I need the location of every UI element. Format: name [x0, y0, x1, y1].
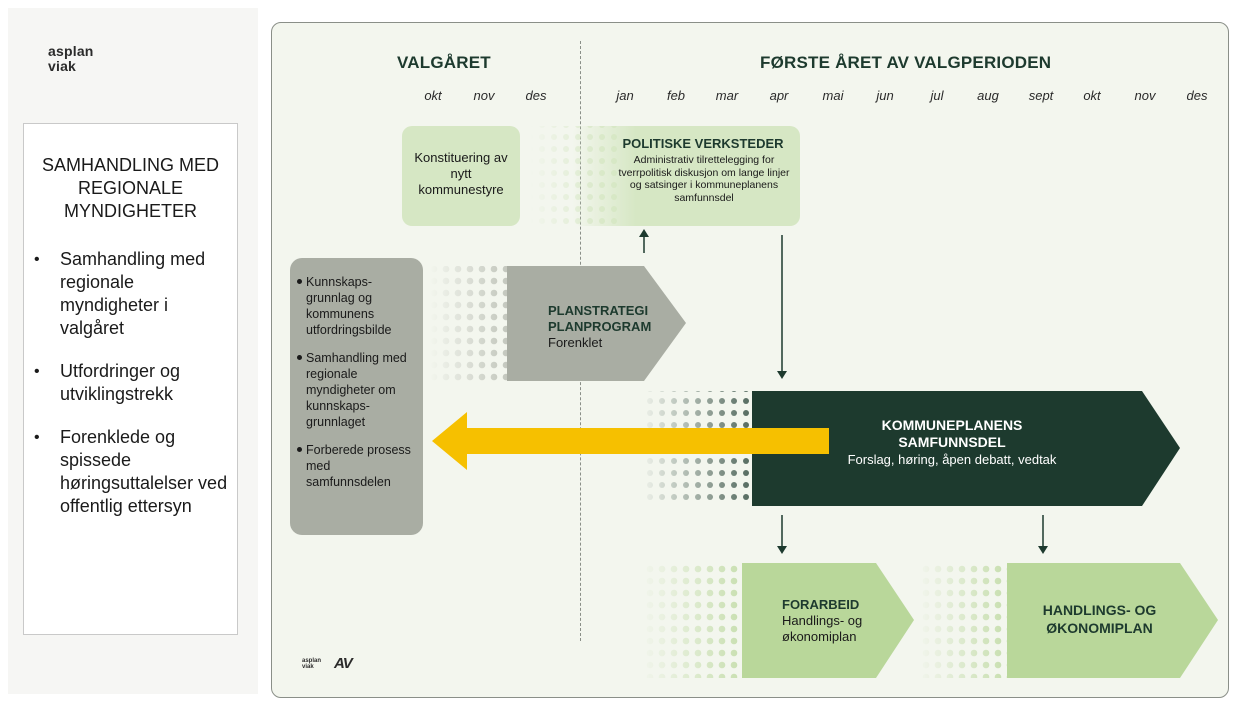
connector-arrows	[639, 229, 1048, 554]
kommuneplan-arrow	[752, 391, 1180, 506]
month-label: feb	[666, 88, 686, 103]
brand-line-1: asplan	[48, 43, 94, 59]
planstrategi-title: PLANSTRATEGI	[548, 303, 649, 318]
month-label: mai	[822, 88, 844, 103]
forarbeid-line-3: økonomiplan	[782, 629, 857, 644]
month-label: jul	[930, 88, 944, 103]
konstituering-text: Konstituering av nytt kommunestyre	[414, 150, 508, 197]
kunnskapsgrunnlag-item: Forberede prosess med samfunnsdelen	[297, 442, 415, 490]
month-label: nov	[473, 88, 495, 103]
handling-arrow	[1007, 563, 1218, 678]
month-label: des	[525, 88, 547, 103]
month-label: apr	[769, 88, 789, 103]
handling-label: HANDLINGS- OG ØKONOMIPLAN	[1017, 601, 1182, 637]
handling-title-1: HANDLINGS- OG	[1042, 602, 1157, 618]
kunnskapsgrunnlag-item: Samhandling med regionale myndigheter om…	[297, 350, 415, 430]
forarbeid-line-2: Handlings- og	[782, 613, 863, 628]
forarbeid-title: FORARBEID	[782, 597, 860, 612]
planstrategi-label: PLANSTRATEGI PLANPROGRAM Forenklet	[548, 303, 651, 351]
kunnskapsgrunnlag-box: Kunnskaps-grunnlag og kommunens utfordri…	[290, 258, 423, 535]
brand-logo: asplan viak	[48, 44, 94, 74]
diagram-shapes	[430, 126, 1218, 678]
sidebar-item: Utfordringer og utviklingstrekk	[32, 360, 232, 406]
brand-line-2: viak	[48, 58, 77, 74]
month-label: nov	[1134, 88, 1156, 103]
month-label: des	[1186, 88, 1208, 103]
sidebar-item: Samhandling med regionale myndigheter i …	[32, 248, 232, 340]
month-label: okt	[1083, 88, 1101, 103]
month-label: mar	[715, 88, 739, 103]
month-label: jan	[616, 88, 634, 103]
header-valgaret: VALGÅRET	[397, 53, 491, 72]
planstrategi-subtitle: Forenklet	[548, 335, 603, 350]
diagram-panel: VALGÅRET FØRSTE ÅRET AV VALGPERIODEN okt…	[271, 22, 1229, 698]
politiske-verksteder-box	[572, 126, 800, 226]
forarbeid-arrow	[742, 563, 914, 678]
footer-logo: asplan viak AV	[302, 655, 353, 672]
kommuneplan-title-1: KOMMUNEPLANENS	[881, 417, 1023, 433]
planstrategi-arrow	[507, 266, 686, 381]
sidebar-box: SAMHANDLING MED REGIONALE MYNDIGHETER Sa…	[23, 123, 238, 635]
handling-title-2: ØKONOMIPLAN	[1046, 620, 1153, 636]
sidebar-item: Forenklede og spissede høringsuttalelser…	[32, 426, 232, 518]
sidebar-title: SAMHANDLING MED REGIONALE MYNDIGHETER	[41, 155, 220, 221]
planprogram-title: PLANPROGRAM	[548, 319, 652, 334]
kommuneplan-title-2: SAMFUNNSDEL	[898, 434, 1006, 450]
header-forste-aret: FØRSTE ÅRET AV VALGPERIODEN	[760, 53, 1052, 72]
footer-logo-text: asplan viak	[302, 657, 322, 670]
konstituering-box	[402, 126, 520, 226]
politiske-verksteder-title: POLITISKE VERKSTEDER	[622, 136, 784, 151]
footer-logo-mark: AV	[334, 655, 353, 672]
forarbeid-label: FORARBEID Handlings- og økonomiplan	[782, 597, 862, 645]
kommuneplan-label: KOMMUNEPLANENS SAMFUNNSDEL Forslag, høri…	[812, 417, 1092, 468]
month-label: okt	[424, 88, 442, 103]
sidebar-list: Samhandling med regionale myndigheter i …	[32, 248, 232, 538]
month-label: sept	[1028, 88, 1054, 103]
month-label: jun	[876, 88, 894, 103]
kommuneplan-subtitle: Forslag, høring, åpen debatt, vedtak	[847, 452, 1057, 467]
yellow-feedback-arrow	[432, 412, 829, 470]
politiske-verksteder-body: Administrativ tilrettelegging for tverrp…	[618, 154, 790, 204]
kunnskapsgrunnlag-item: Kunnskaps-grunnlag og kommunens utfordri…	[297, 274, 415, 338]
month-label: aug	[977, 88, 999, 103]
